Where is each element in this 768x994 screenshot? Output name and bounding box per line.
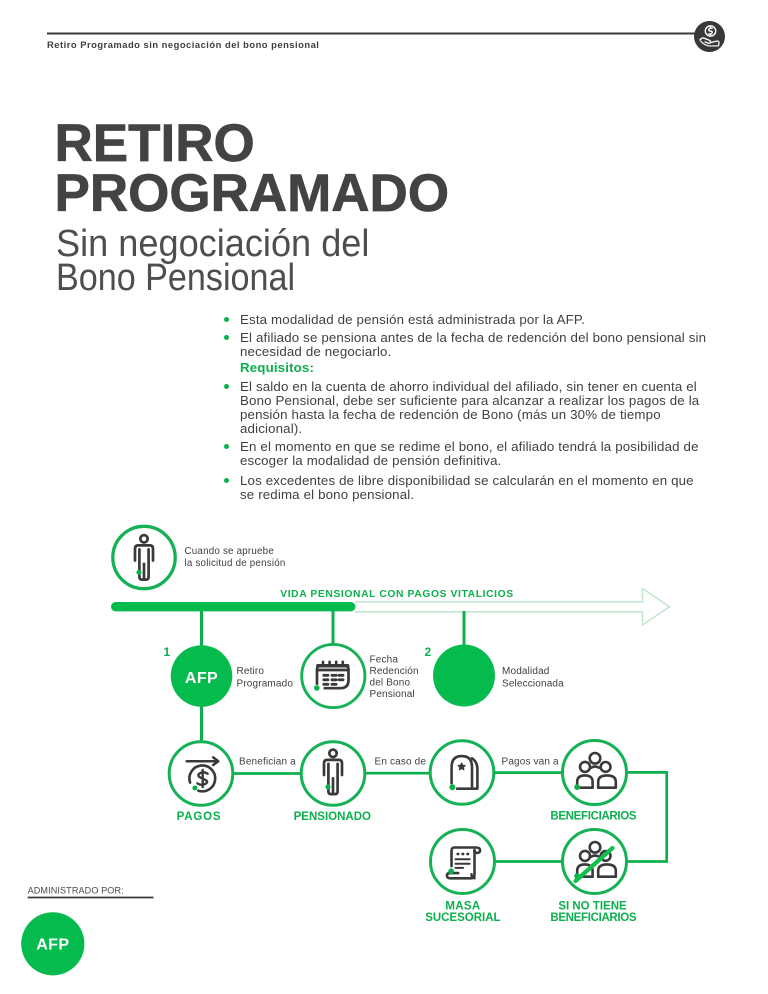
svg-text:Retiro: Retiro xyxy=(237,666,265,677)
svg-text:Pagos van a: Pagos van a xyxy=(502,757,560,768)
svg-text:BENEFICIARIOS: BENEFICIARIOS xyxy=(550,912,637,924)
svg-text:Programado: Programado xyxy=(237,679,294,690)
svg-text:Benefician a: Benefician a xyxy=(239,757,296,768)
svg-text:Pensional: Pensional xyxy=(370,689,415,700)
svg-text:2: 2 xyxy=(425,645,432,659)
svg-text:SI NO TIENE: SI NO TIENE xyxy=(558,901,627,913)
svg-text:SUCESORIAL: SUCESORIAL xyxy=(425,912,500,924)
svg-text:MASA: MASA xyxy=(445,901,480,913)
svg-text:1: 1 xyxy=(164,645,171,659)
svg-text:ADMINISTRADO POR:: ADMINISTRADO POR: xyxy=(28,886,124,896)
svg-text:Modalidad: Modalidad xyxy=(502,666,550,677)
svg-text:En caso de: En caso de xyxy=(375,757,427,768)
svg-text:Seleccionada: Seleccionada xyxy=(502,679,564,690)
svg-text:AFP: AFP xyxy=(185,670,218,687)
svg-text:la solicitud de pensión: la solicitud de pensión xyxy=(185,558,286,569)
svg-text:BENEFICIARIOS: BENEFICIARIOS xyxy=(550,811,637,823)
svg-text:AFP: AFP xyxy=(36,936,69,953)
svg-text:Cuando se apruebe: Cuando se apruebe xyxy=(185,546,275,557)
svg-text:del Bono: del Bono xyxy=(370,678,411,689)
svg-text:Fecha: Fecha xyxy=(370,655,399,666)
svg-text:VIDA PENSIONAL CON PAGOS VITAL: VIDA PENSIONAL CON PAGOS VITALICIOS xyxy=(280,589,514,600)
svg-text:Redención: Redención xyxy=(370,666,419,677)
svg-text:PENSIONADO: PENSIONADO xyxy=(294,811,371,823)
svg-text:PAGOS: PAGOS xyxy=(177,811,222,823)
